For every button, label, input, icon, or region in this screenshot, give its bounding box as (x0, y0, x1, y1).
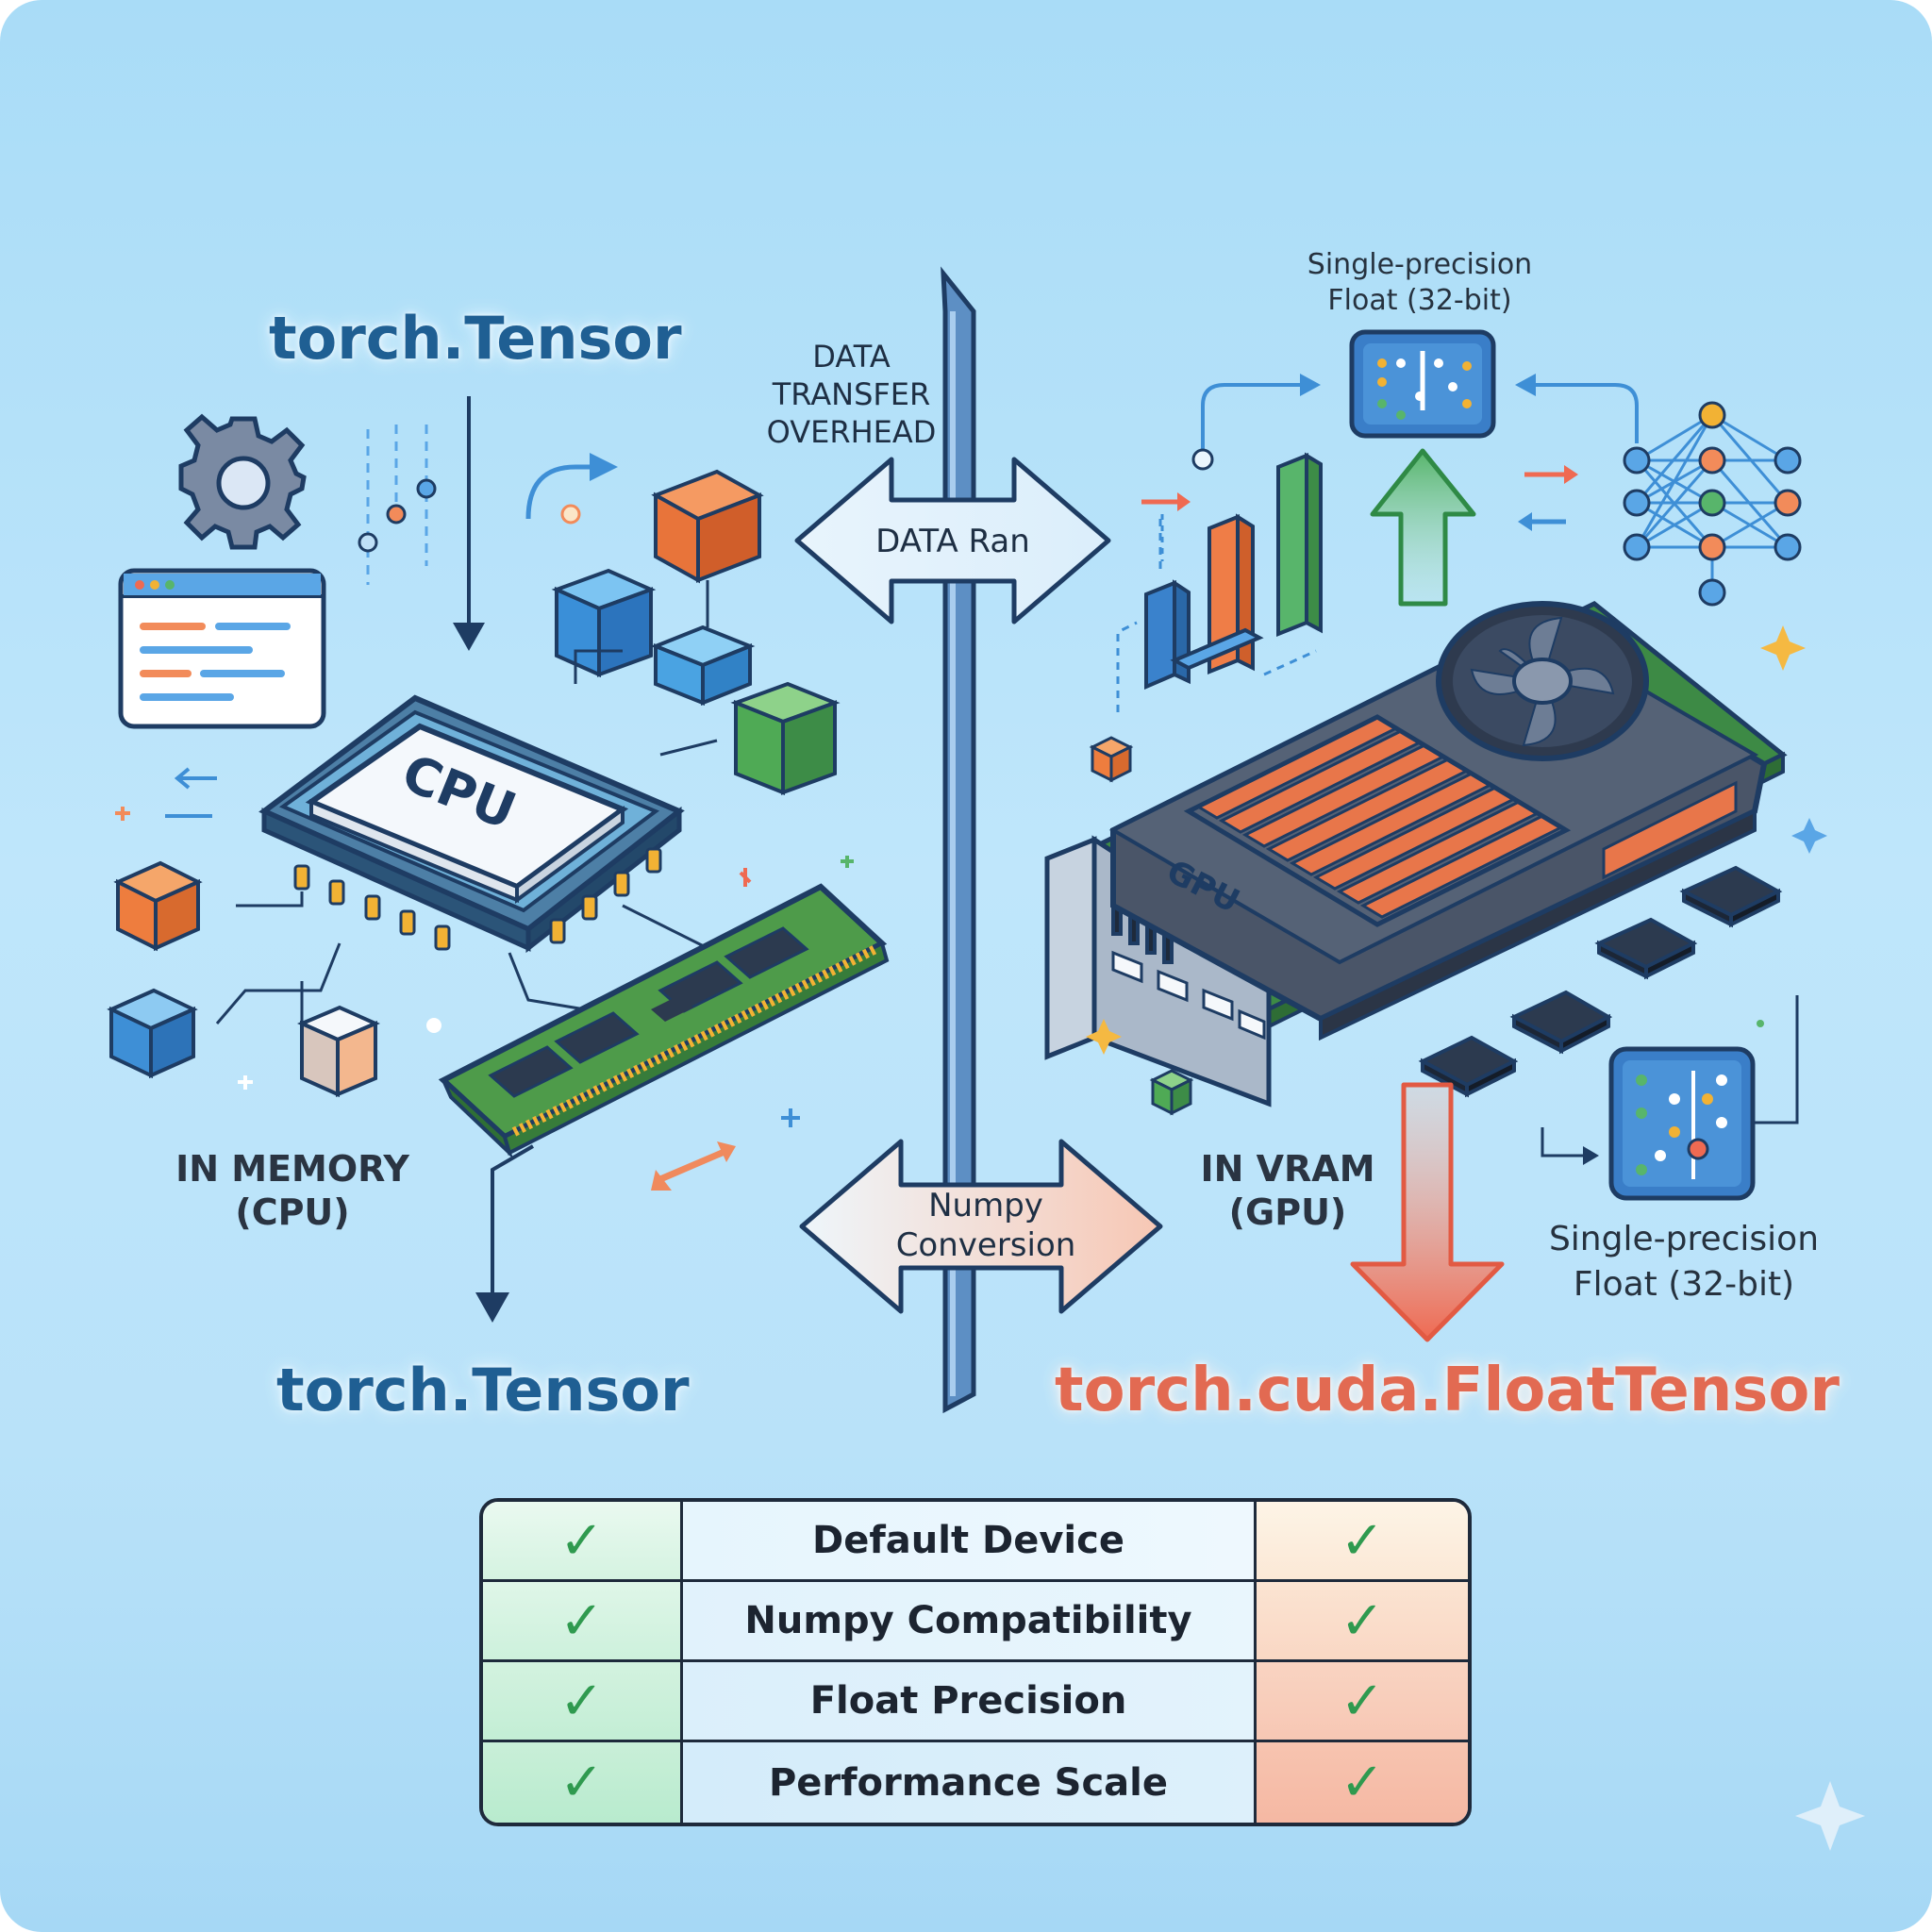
check-icon: ✓ (1340, 1590, 1385, 1652)
code-window-graphic (118, 568, 326, 729)
blue-pattern-cube (551, 568, 657, 678)
data-transfer-overhead-label: DATA TRANSFER OVERHEAD (766, 339, 937, 450)
table-cell-gpu: ✓ (1257, 1662, 1468, 1740)
data-transfer-arrow (794, 457, 1111, 625)
check-icon: ✓ (559, 1590, 604, 1652)
table-row: ✓ Float Precision ✓ (483, 1662, 1468, 1742)
comparison-table: ✓ Default Device ✓ ✓ Numpy Compatibility… (479, 1498, 1472, 1826)
left-sparkles (115, 807, 854, 1127)
table-cell-cpu: ✓ (483, 1662, 683, 1740)
table-cell-gpu: ✓ (1257, 1742, 1468, 1823)
blue-cube-left (107, 988, 198, 1079)
table-cell-cpu: ✓ (483, 1742, 683, 1823)
data-arrow-label: DATA Ran (875, 523, 1030, 560)
check-icon: ✓ (1340, 1670, 1385, 1732)
green-up-arrow (1370, 448, 1476, 607)
table-feature-label: Default Device (683, 1502, 1257, 1579)
small-green-cube (1149, 1069, 1194, 1116)
green-pattern-cube (730, 681, 841, 795)
ram-module-graphic (438, 883, 890, 1159)
gear-icon-graphic (178, 413, 307, 550)
check-icon: ✓ (559, 1752, 604, 1813)
connector-bottom (1541, 995, 1799, 1158)
gpu-card-graphic (1044, 601, 1788, 1108)
neural-network-graphic (1623, 401, 1802, 607)
check-icon: ✓ (559, 1670, 604, 1732)
check-icon: ✓ (1340, 1752, 1385, 1813)
bar-chart-graphic (1144, 452, 1323, 691)
in-memory-cpu-label: IN MEMORY (CPU) (175, 1148, 409, 1233)
side-arrows-right (1141, 472, 1566, 525)
blue-cube-center (650, 625, 756, 706)
in-vram-gpu-label: IN VRAM (GPU) (1200, 1148, 1375, 1233)
table-row: ✓ Default Device ✓ (483, 1502, 1468, 1582)
down-arrow-title-to-cpu (453, 396, 485, 651)
title-cpu-tensor-bottom: torch.Tensor (276, 1356, 690, 1424)
table-cell-gpu: ✓ (1257, 1582, 1468, 1659)
red-down-arrow (1350, 1082, 1505, 1342)
connector-top-left (1201, 383, 1302, 451)
table-row: ✓ Performance Scale ✓ (483, 1742, 1468, 1823)
numpy-conversion-label: Numpy Conversion (895, 1187, 1076, 1264)
title-cpu-tensor-top: torch.Tensor (269, 304, 682, 373)
table-feature-label: Float Precision (683, 1662, 1257, 1740)
orange-small-double-arrow (651, 1141, 736, 1191)
small-orange-cube-right (1089, 736, 1134, 783)
dashed-connectors-right (1116, 519, 1317, 712)
precision-label-bottom: Single-precision Float (32-bit) (1548, 1220, 1820, 1304)
table-feature-label: Numpy Compatibility (683, 1582, 1257, 1659)
cpu-chip-graphic (258, 694, 685, 954)
orange-cube-top (651, 469, 764, 584)
precision-label-top: Single-precision Float (32-bit) (1307, 248, 1533, 317)
title-cuda-float-tensor: torch.cuda.FloatTensor (1055, 1356, 1840, 1425)
precision-chip-top (1349, 329, 1496, 439)
curved-arrow-cpu-side (525, 453, 618, 525)
table-cell-cpu: ✓ (483, 1502, 683, 1579)
connector-top-right (1533, 383, 1639, 443)
table-row: ✓ Numpy Compatibility ✓ (483, 1582, 1468, 1662)
check-icon: ✓ (559, 1509, 604, 1572)
precision-chip-bottom (1608, 1046, 1756, 1201)
table-cell-gpu: ✓ (1257, 1502, 1468, 1579)
down-arrow-ram-to-title (475, 1144, 535, 1323)
table-cell-cpu: ✓ (483, 1582, 683, 1659)
white-cube-left (296, 1005, 381, 1098)
numpy-conversion-arrow (799, 1139, 1163, 1314)
check-icon: ✓ (1340, 1509, 1385, 1572)
small-arrows-left (165, 767, 217, 818)
vram-chips-graphic (1418, 865, 1783, 1098)
right-sparkles (1086, 625, 1865, 1851)
orange-cube-left (113, 860, 203, 952)
table-feature-label: Performance Scale (683, 1742, 1257, 1823)
